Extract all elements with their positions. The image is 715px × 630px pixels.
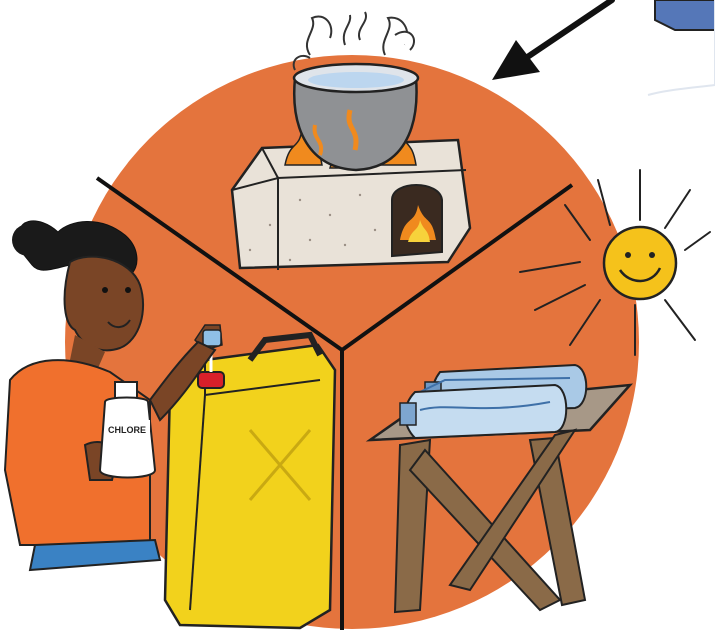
water-bottle-icon [400, 385, 566, 438]
sun-icon [604, 227, 676, 299]
arrow-icon [492, 0, 612, 80]
house-corner [648, 0, 715, 95]
bottle-label: CHLORE [108, 425, 146, 435]
